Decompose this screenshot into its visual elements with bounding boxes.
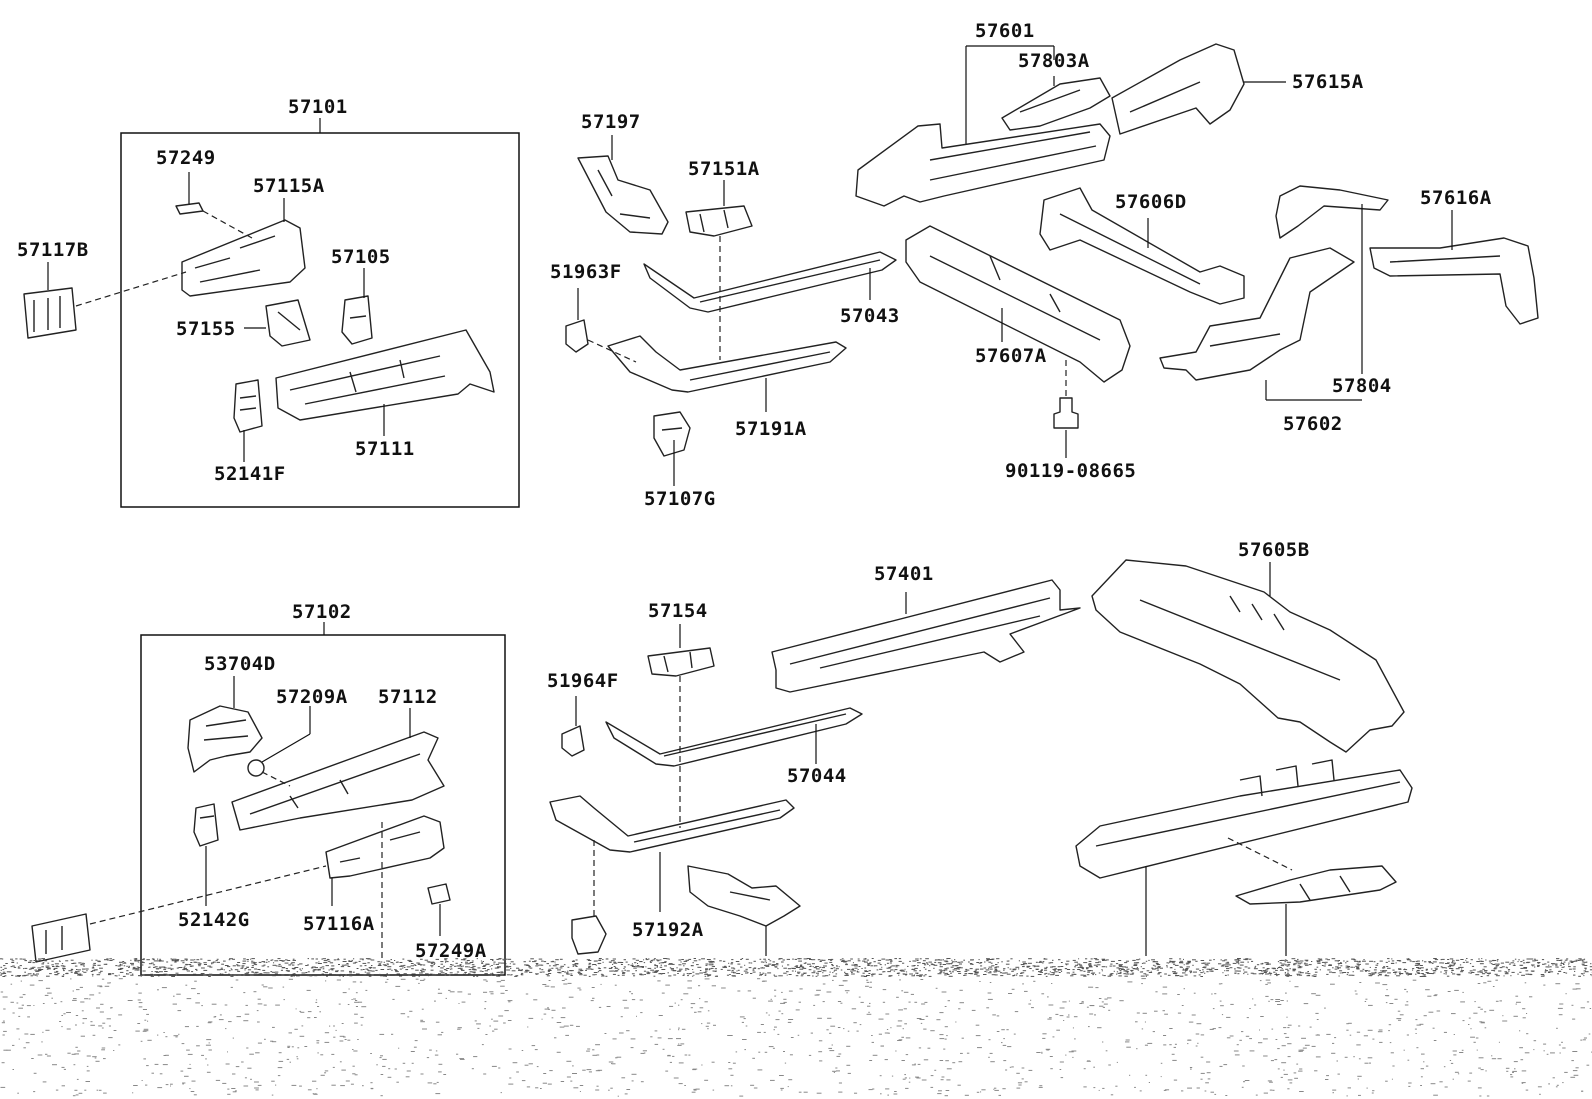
label-51963F: 51963F: [550, 261, 622, 283]
group-57101: 57101 57249 57115A 57105 57155 57111 521…: [120, 96, 520, 508]
label-57107G: 57107G: [644, 488, 716, 510]
part-57112: [231, 731, 445, 831]
part-57191A: [607, 335, 847, 393]
label-52141F: 52141F: [214, 463, 286, 485]
part-57044: [605, 707, 863, 767]
part-57209A: [247, 759, 265, 777]
label-57151A: 57151A: [688, 158, 760, 180]
part-bracket-57192A-right: [687, 865, 801, 927]
label-57605B: 57605B: [1238, 539, 1310, 561]
part-57401: [771, 579, 1081, 693]
part-bracket-lower: [571, 915, 607, 955]
part-52141F: [233, 379, 263, 433]
part-51964F: [561, 725, 585, 757]
part-57115A: [181, 219, 306, 297]
label-90119-08665: 90119-08665: [1005, 460, 1136, 482]
part-57154: [647, 647, 715, 677]
label-57249A: 57249A: [415, 940, 487, 962]
label-53704D: 53704D: [204, 653, 276, 675]
part-57116A: [325, 815, 445, 879]
label-57197: 57197: [581, 111, 641, 133]
part-57605B: [1091, 559, 1405, 753]
label-57112: 57112: [378, 686, 438, 708]
label-57043: 57043: [840, 305, 900, 327]
label-57154: 57154: [648, 600, 708, 622]
part-57607A: [905, 225, 1131, 383]
part-57105: [341, 295, 373, 345]
group-right-lower: 57401 57605B: [771, 539, 1413, 956]
part-side-member-lower: [1075, 759, 1413, 879]
part-57151A: [685, 205, 753, 237]
part-57192A: [549, 795, 795, 853]
label-57401: 57401: [874, 563, 934, 585]
scan-noise-band: [0, 958, 1592, 1097]
label-57804: 57804: [1332, 375, 1392, 397]
part-57155: [265, 299, 311, 347]
group-middle-top: 57197 57151A 51963F 57043 57191A 57107G: [550, 111, 900, 510]
part-57606D: [1039, 187, 1245, 305]
label-57607A: 57607A: [975, 345, 1047, 367]
part-57249: [175, 202, 204, 215]
part-57601: [855, 123, 1111, 207]
group-right-top: 57601 57803A 57615A 57606D 57607A 90119-…: [855, 20, 1539, 482]
part-52142G: [193, 803, 219, 847]
group-57117B: 57117B: [17, 239, 187, 339]
part-57804: [1275, 185, 1389, 239]
group-57102: 57102 53704D 57209A 57112 52142G 57116A …: [140, 601, 506, 976]
part-57117B: [23, 287, 77, 339]
part-57043: [643, 251, 897, 313]
label-57102: 57102: [292, 601, 352, 623]
label-57209A: 57209A: [276, 686, 348, 708]
part-57602: [1159, 247, 1355, 381]
label-57191A: 57191A: [735, 418, 807, 440]
part-57615A: [1111, 43, 1245, 135]
label-57116A: 57116A: [303, 913, 375, 935]
label-57044: 57044: [787, 765, 847, 787]
part-57616A: [1369, 237, 1539, 325]
label-57111: 57111: [355, 438, 415, 460]
label-52142G: 52142G: [178, 909, 250, 931]
label-57155: 57155: [176, 318, 236, 340]
part-bracket-lower-right: [1235, 865, 1397, 905]
label-57192A: 57192A: [632, 919, 704, 941]
part-57249A: [427, 883, 451, 905]
label-51964F: 51964F: [547, 670, 619, 692]
label-57115A: 57115A: [253, 175, 325, 197]
label-57117B: 57117B: [17, 239, 89, 261]
part-57197: [577, 155, 669, 235]
part-plate-lower-left: [31, 913, 91, 963]
label-57249: 57249: [156, 147, 216, 169]
part-57803A: [1001, 77, 1111, 131]
label-57105: 57105: [331, 246, 391, 268]
label-57606D: 57606D: [1115, 191, 1187, 213]
label-57101: 57101: [288, 96, 348, 118]
group-middle-lower: 57154 51964F 57044 57192A: [547, 600, 863, 956]
label-57803A: 57803A: [1018, 50, 1090, 72]
label-57616A: 57616A: [1420, 187, 1492, 209]
part-53704D: [187, 705, 263, 773]
label-57602: 57602: [1283, 413, 1343, 435]
label-57601: 57601: [975, 20, 1035, 42]
part-57107G: [653, 411, 691, 457]
part-90119-08665: [1053, 397, 1079, 429]
part-57111: [275, 329, 495, 421]
part-51963F: [565, 319, 589, 353]
label-57615A: 57615A: [1292, 71, 1364, 93]
